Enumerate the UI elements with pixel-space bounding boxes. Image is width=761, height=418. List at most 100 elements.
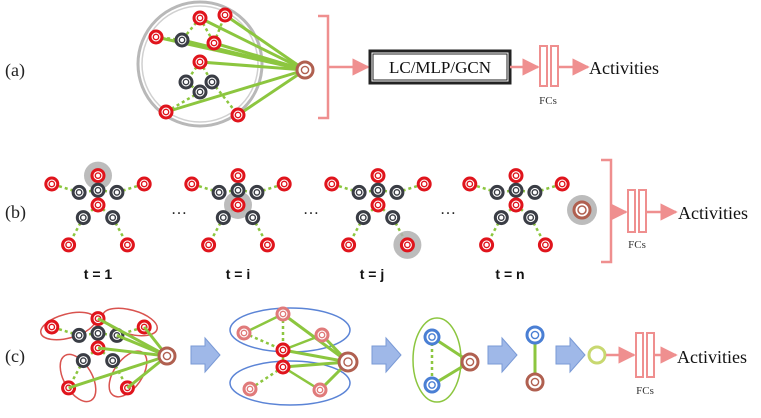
a-joint-hip1-inner bbox=[182, 78, 190, 86]
c1-bone-4 bbox=[116, 325, 145, 337]
bi-joint-handR-inner bbox=[280, 180, 288, 188]
b1-joint-shR-inner bbox=[113, 188, 121, 196]
bj-joint-handL bbox=[324, 176, 340, 192]
fc-label-b: FCs bbox=[628, 239, 646, 251]
bn-joint-shR bbox=[527, 184, 543, 200]
c2-node-l bbox=[236, 325, 252, 341]
bj-joint-hipL bbox=[355, 210, 371, 226]
bj-joint-shL-inner bbox=[355, 188, 363, 196]
a-joint-neck bbox=[192, 54, 208, 70]
bn-joint-hipL bbox=[493, 210, 509, 226]
bn-joint-handR-inner bbox=[558, 180, 566, 188]
a-link-4 bbox=[199, 60, 306, 72]
c2-node-bl bbox=[242, 381, 258, 397]
a-joint-spine bbox=[192, 84, 208, 100]
a-bone-0 bbox=[181, 17, 201, 41]
b1-joint-handR-inner bbox=[140, 180, 148, 188]
bi-joint-footL bbox=[201, 237, 217, 253]
output-label-a: Activities bbox=[589, 58, 659, 78]
c1-link-3 bbox=[97, 346, 168, 358]
bj-joint-handL-inner bbox=[328, 180, 336, 188]
b1-joint-footR-inner bbox=[124, 241, 131, 249]
row-c-label: (c) bbox=[5, 346, 25, 367]
b1-joint-spine bbox=[90, 197, 106, 213]
ellipsis-b-2: … bbox=[303, 201, 319, 218]
bn-bone-4 bbox=[534, 182, 563, 194]
c1-joint-shL-inner bbox=[75, 331, 83, 339]
fc-bar-b-1 bbox=[627, 189, 636, 233]
b1-joint-head-inner bbox=[94, 172, 102, 180]
bi-joint-handL bbox=[184, 176, 200, 192]
a-joint-footR-inner bbox=[234, 111, 242, 119]
c3-node-top bbox=[423, 328, 441, 346]
bi-joint-spine-inner bbox=[234, 201, 242, 209]
gray-receptive-circle-inner bbox=[141, 5, 259, 123]
bi-joint-neck bbox=[230, 182, 246, 198]
bj-joint-spine bbox=[370, 197, 386, 213]
a-joint-footL bbox=[158, 104, 174, 120]
fc-label-a: FCs bbox=[539, 95, 557, 107]
c4-node-bottom bbox=[525, 372, 545, 392]
graph-stage-4 bbox=[525, 325, 545, 392]
row-b: (b) … … … t = 1 t = i t = j t = n FCs Ac… bbox=[5, 158, 748, 282]
a-link-5 bbox=[165, 68, 306, 114]
bj-joint-handR bbox=[416, 176, 432, 192]
bj-joint-head-inner bbox=[374, 172, 382, 180]
c2-aggregate-node-inner bbox=[343, 357, 353, 367]
bn-joint-shL-inner bbox=[493, 188, 501, 196]
c1-joint-footR-inner bbox=[124, 384, 131, 392]
model-box-label: LC/MLP/GCN bbox=[389, 58, 491, 77]
time-label-i: t = i bbox=[226, 266, 251, 282]
c2-node-br bbox=[312, 382, 328, 398]
skeleton-a bbox=[148, 7, 315, 123]
c2-aggregate-node bbox=[337, 351, 359, 373]
c1-joint-hipR-inner bbox=[109, 357, 117, 364]
model-box-inner bbox=[372, 53, 508, 81]
c2-node-r bbox=[314, 327, 330, 343]
graph-stage-3 bbox=[412, 317, 480, 403]
bn-joint-handL bbox=[462, 176, 478, 192]
fc-bar-a-1 bbox=[539, 45, 548, 87]
b1-joint-hipL bbox=[75, 210, 91, 226]
bi-joint-hipL-inner bbox=[219, 214, 227, 222]
bn-joint-hipR-inner bbox=[527, 214, 535, 222]
bn-joint-spine bbox=[508, 197, 524, 213]
b1-joint-handR bbox=[136, 176, 152, 192]
bi-joint-shR-inner bbox=[253, 188, 261, 196]
c1-joint-hipL-inner bbox=[79, 357, 87, 364]
a-joint-footL-inner bbox=[162, 108, 170, 116]
bn-joint-hipL-inner bbox=[497, 214, 505, 222]
fc-bar-c-1 bbox=[635, 332, 644, 378]
b1-bone-4 bbox=[116, 182, 145, 194]
a-link-2 bbox=[199, 16, 306, 72]
a-joint-sh1-inner bbox=[178, 36, 186, 44]
a-joint-handL bbox=[148, 29, 164, 45]
c2-node-b bbox=[275, 359, 291, 375]
a-joint-handR bbox=[217, 7, 233, 23]
c1-joint-shL bbox=[71, 327, 87, 343]
pooled-node-b bbox=[572, 200, 592, 220]
b1-joint-footL-inner bbox=[65, 241, 73, 249]
bn-joint-handR bbox=[554, 176, 570, 192]
bn-joint-footR bbox=[537, 237, 553, 253]
b1-joint-shR bbox=[109, 184, 125, 200]
bj-joint-hipR-inner bbox=[389, 214, 397, 222]
c1-joint-handR-inner bbox=[140, 323, 148, 331]
block-arrow-1 bbox=[190, 336, 221, 374]
a-joint-handR-inner bbox=[221, 11, 229, 19]
bi-bone-4 bbox=[256, 182, 285, 194]
skeletons-b bbox=[44, 161, 570, 259]
bn-joint-footL bbox=[479, 237, 495, 253]
b1-bone-3 bbox=[51, 182, 80, 194]
bi-joint-handR bbox=[276, 176, 292, 192]
bn-joint-neck bbox=[508, 182, 524, 198]
c3-aggregate-node bbox=[460, 352, 480, 372]
c2-node-t-inner bbox=[279, 310, 287, 318]
a-joint-hip1 bbox=[178, 74, 194, 90]
c2-node-t bbox=[275, 306, 291, 322]
block-arrow-4 bbox=[555, 336, 586, 374]
c1-bone-3 bbox=[51, 325, 80, 337]
b1-joint-handL-inner bbox=[48, 180, 56, 188]
final-node-c bbox=[587, 345, 607, 365]
bi-joint-shR bbox=[249, 184, 265, 200]
